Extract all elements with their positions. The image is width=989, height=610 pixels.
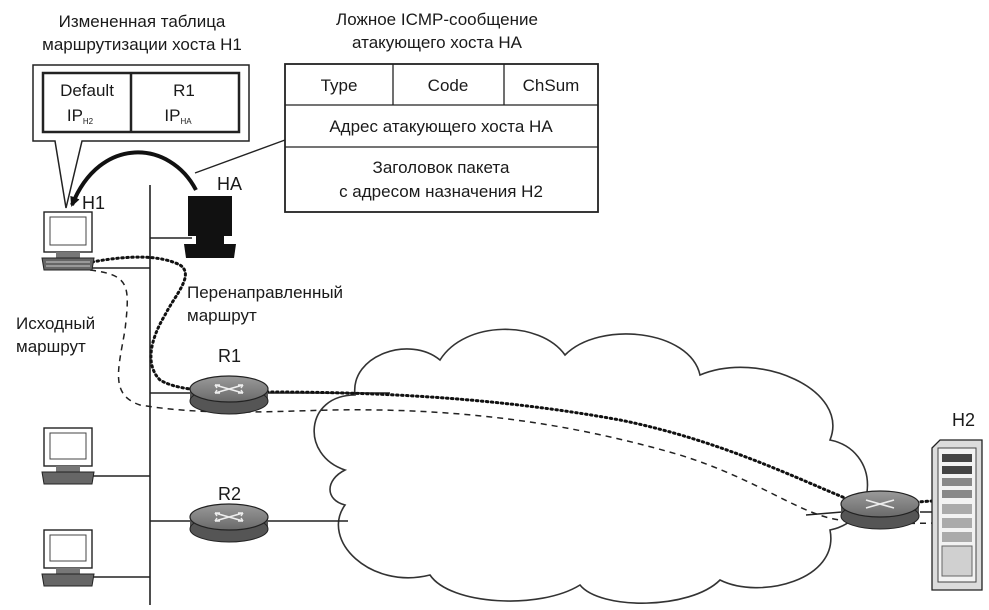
router-h2-side [840,490,920,530]
routing-table-default: Default [60,81,114,100]
network-cloud [313,328,869,604]
routing-table-title-2: маршрутизации хоста H1 [42,35,242,54]
label-ha: HA [217,174,242,194]
label-r1: R1 [218,346,241,366]
label-h2: H2 [952,410,975,430]
original-route-label-2: маршрут [16,337,86,356]
icmp-title-2: атакующего хоста HA [352,33,523,52]
attacker-ha-computer [184,196,236,258]
label-r2: R2 [218,484,241,504]
original-route-label-1: Исходный [16,314,95,333]
icmp-attacker-address: Адрес атакующего хоста HA [329,117,553,136]
icmp-redirect-arrow [70,150,198,207]
router-r2 [189,503,269,543]
host-4-computer [41,529,95,587]
icmp-message: Ложное ICMP-сообщение атакующего хоста H… [194,10,599,213]
router-r1 [189,375,269,415]
icmp-field-code: Code [428,76,469,95]
routing-table-title-1: Измененная таблица [59,12,226,31]
link-cloud-router [805,511,843,516]
server-h2 [931,439,983,591]
icmp-connector [194,139,286,174]
routing-table-r1: R1 [173,81,195,100]
host-3-computer [41,427,95,485]
label-h1: H1 [82,193,105,213]
redirected-route-label-2: маршрут [187,306,257,325]
icmp-header-line1: Заголовок пакета [373,158,510,177]
redirected-route-path [90,255,947,505]
host-h1-computer [41,211,95,271]
icmp-header-line2: с адресом назначения H2 [339,182,543,201]
redirected-route-label-1: Перенаправленный [187,283,343,302]
routing-table-ip-ha: IPHA [164,106,192,126]
icmp-field-checksum: ChSum [523,76,580,95]
original-route-path [89,269,946,525]
routing-table-callout: Измененная таблица маршрутизации хоста H… [32,12,250,209]
icmp-packet-box [284,63,599,213]
icmp-field-type: Type [321,76,358,95]
icmp-title-1: Ложное ICMP-сообщение [336,10,538,29]
routing-table-ip-h2: IPH2 [67,106,94,126]
routing-table [41,71,241,134]
